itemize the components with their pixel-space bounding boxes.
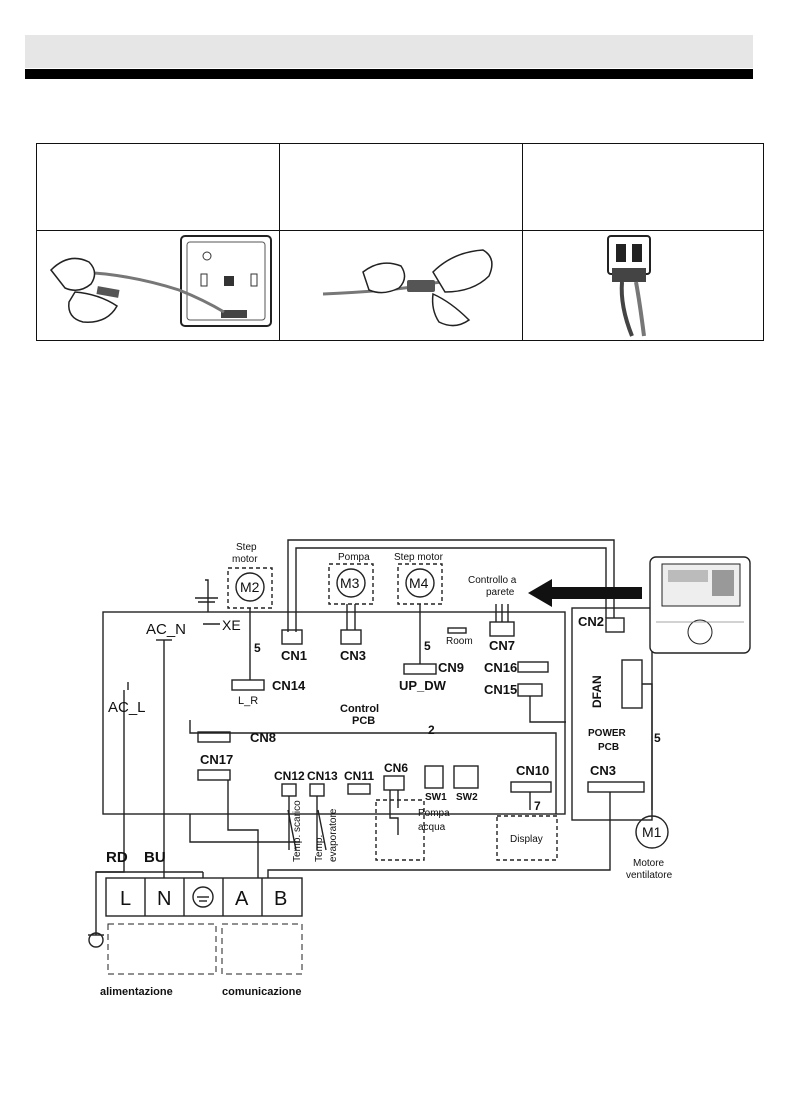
photo-connector-detail — [526, 232, 762, 338]
wall-controller-caption: parete — [486, 587, 515, 598]
m1-caption: Motore — [633, 858, 665, 869]
up-dw-label: UP_DW — [399, 678, 447, 693]
wall-controller-caption: Controllo a — [468, 575, 517, 586]
sw1-label: SW1 — [425, 792, 447, 803]
cn6-label: CN6 — [384, 761, 408, 775]
cn17-label: CN17 — [200, 752, 233, 767]
group-label-comm: comunicazione — [222, 986, 301, 998]
cn9-label: CN9 — [438, 660, 464, 675]
cn10-label: CN10 — [516, 763, 549, 778]
m4-circle — [405, 568, 435, 598]
terminal-a: A — [235, 888, 249, 910]
ac-l-label: AC_L — [108, 699, 146, 716]
pump-water-label: Pompa — [418, 808, 450, 819]
m1-caption: ventilatore — [626, 870, 673, 881]
m2-caption: Step — [236, 542, 257, 553]
power-pcb-label: PCB — [598, 742, 619, 753]
power-pcb-box — [571, 607, 653, 821]
control-pcb-box — [102, 611, 566, 815]
m1-label: M1 — [642, 824, 662, 840]
m3-caption: Pompa — [338, 552, 370, 563]
header-rule — [25, 69, 753, 79]
cn16-label: CN16 — [484, 660, 517, 675]
cn1-label: CN1 — [281, 648, 307, 663]
control-pcb-label: PCB — [352, 715, 375, 727]
cn3-label: CN3 — [340, 648, 366, 663]
wire-color-rd: RD — [106, 849, 128, 866]
photo-wall-controller-connection — [39, 232, 277, 338]
arrow-icon — [528, 579, 642, 607]
terminal-b: B — [274, 888, 287, 910]
wire-color-bu: BU — [144, 849, 166, 866]
pump-water-label: acqua — [418, 822, 446, 833]
cn7-label: CN7 — [489, 638, 515, 653]
cn11-label: CN11 — [344, 769, 374, 783]
room-label: Room — [446, 636, 473, 647]
m3-box — [328, 563, 374, 605]
terminal-l: L — [120, 888, 131, 910]
table-divider — [522, 144, 523, 340]
sensor-label: evaporatore — [328, 808, 339, 862]
sensor-label: Temp. scarico — [292, 800, 303, 862]
sw2-label: SW2 — [456, 792, 478, 803]
table-divider — [279, 144, 280, 340]
wire-count: 5 — [654, 731, 661, 745]
xe-label: XE — [222, 617, 241, 633]
cn15-label: CN15 — [484, 682, 517, 697]
cn8-label: CN8 — [250, 730, 276, 745]
m2-circle — [235, 572, 265, 602]
group-label-power: alimentazione — [100, 986, 173, 998]
wire-count: 7 — [534, 799, 541, 813]
cn13-label: CN13 — [307, 769, 338, 783]
m2-label: M2 — [240, 579, 260, 595]
wire-count: 5 — [254, 641, 261, 655]
wiring-diagram: M2 M3 M4 M1 Step motor Pompa Step motor … — [88, 539, 751, 998]
control-pcb-label: Control — [340, 703, 379, 715]
table-divider — [37, 230, 763, 231]
cn2-label: CN2 — [578, 614, 604, 629]
ac-n-label: AC_N — [146, 621, 186, 638]
l-r-label: L_R — [238, 695, 258, 707]
m3-circle — [336, 568, 366, 598]
wall-controller-device — [649, 556, 751, 654]
cn12-label: CN12 — [274, 769, 305, 783]
cn14-label: CN14 — [272, 678, 306, 693]
photo-cable-plug — [283, 232, 519, 338]
display-label: Display — [510, 834, 543, 845]
header-bar — [25, 35, 753, 68]
wire-count: 5 — [424, 639, 431, 653]
m4-label: M4 — [409, 575, 429, 591]
photo-table — [36, 143, 764, 341]
dfan-label: DFAN — [590, 675, 604, 708]
cn3-power-label: CN3 — [590, 763, 616, 778]
m3-label: M3 — [340, 575, 360, 591]
sensor-label: Temp. — [314, 835, 325, 862]
wire-count: 2 — [428, 723, 435, 737]
m2-caption: motor — [232, 554, 258, 565]
m4-caption: Step motor — [394, 552, 444, 563]
terminal-n: N — [157, 888, 171, 910]
power-pcb-label: POWER — [588, 728, 627, 739]
